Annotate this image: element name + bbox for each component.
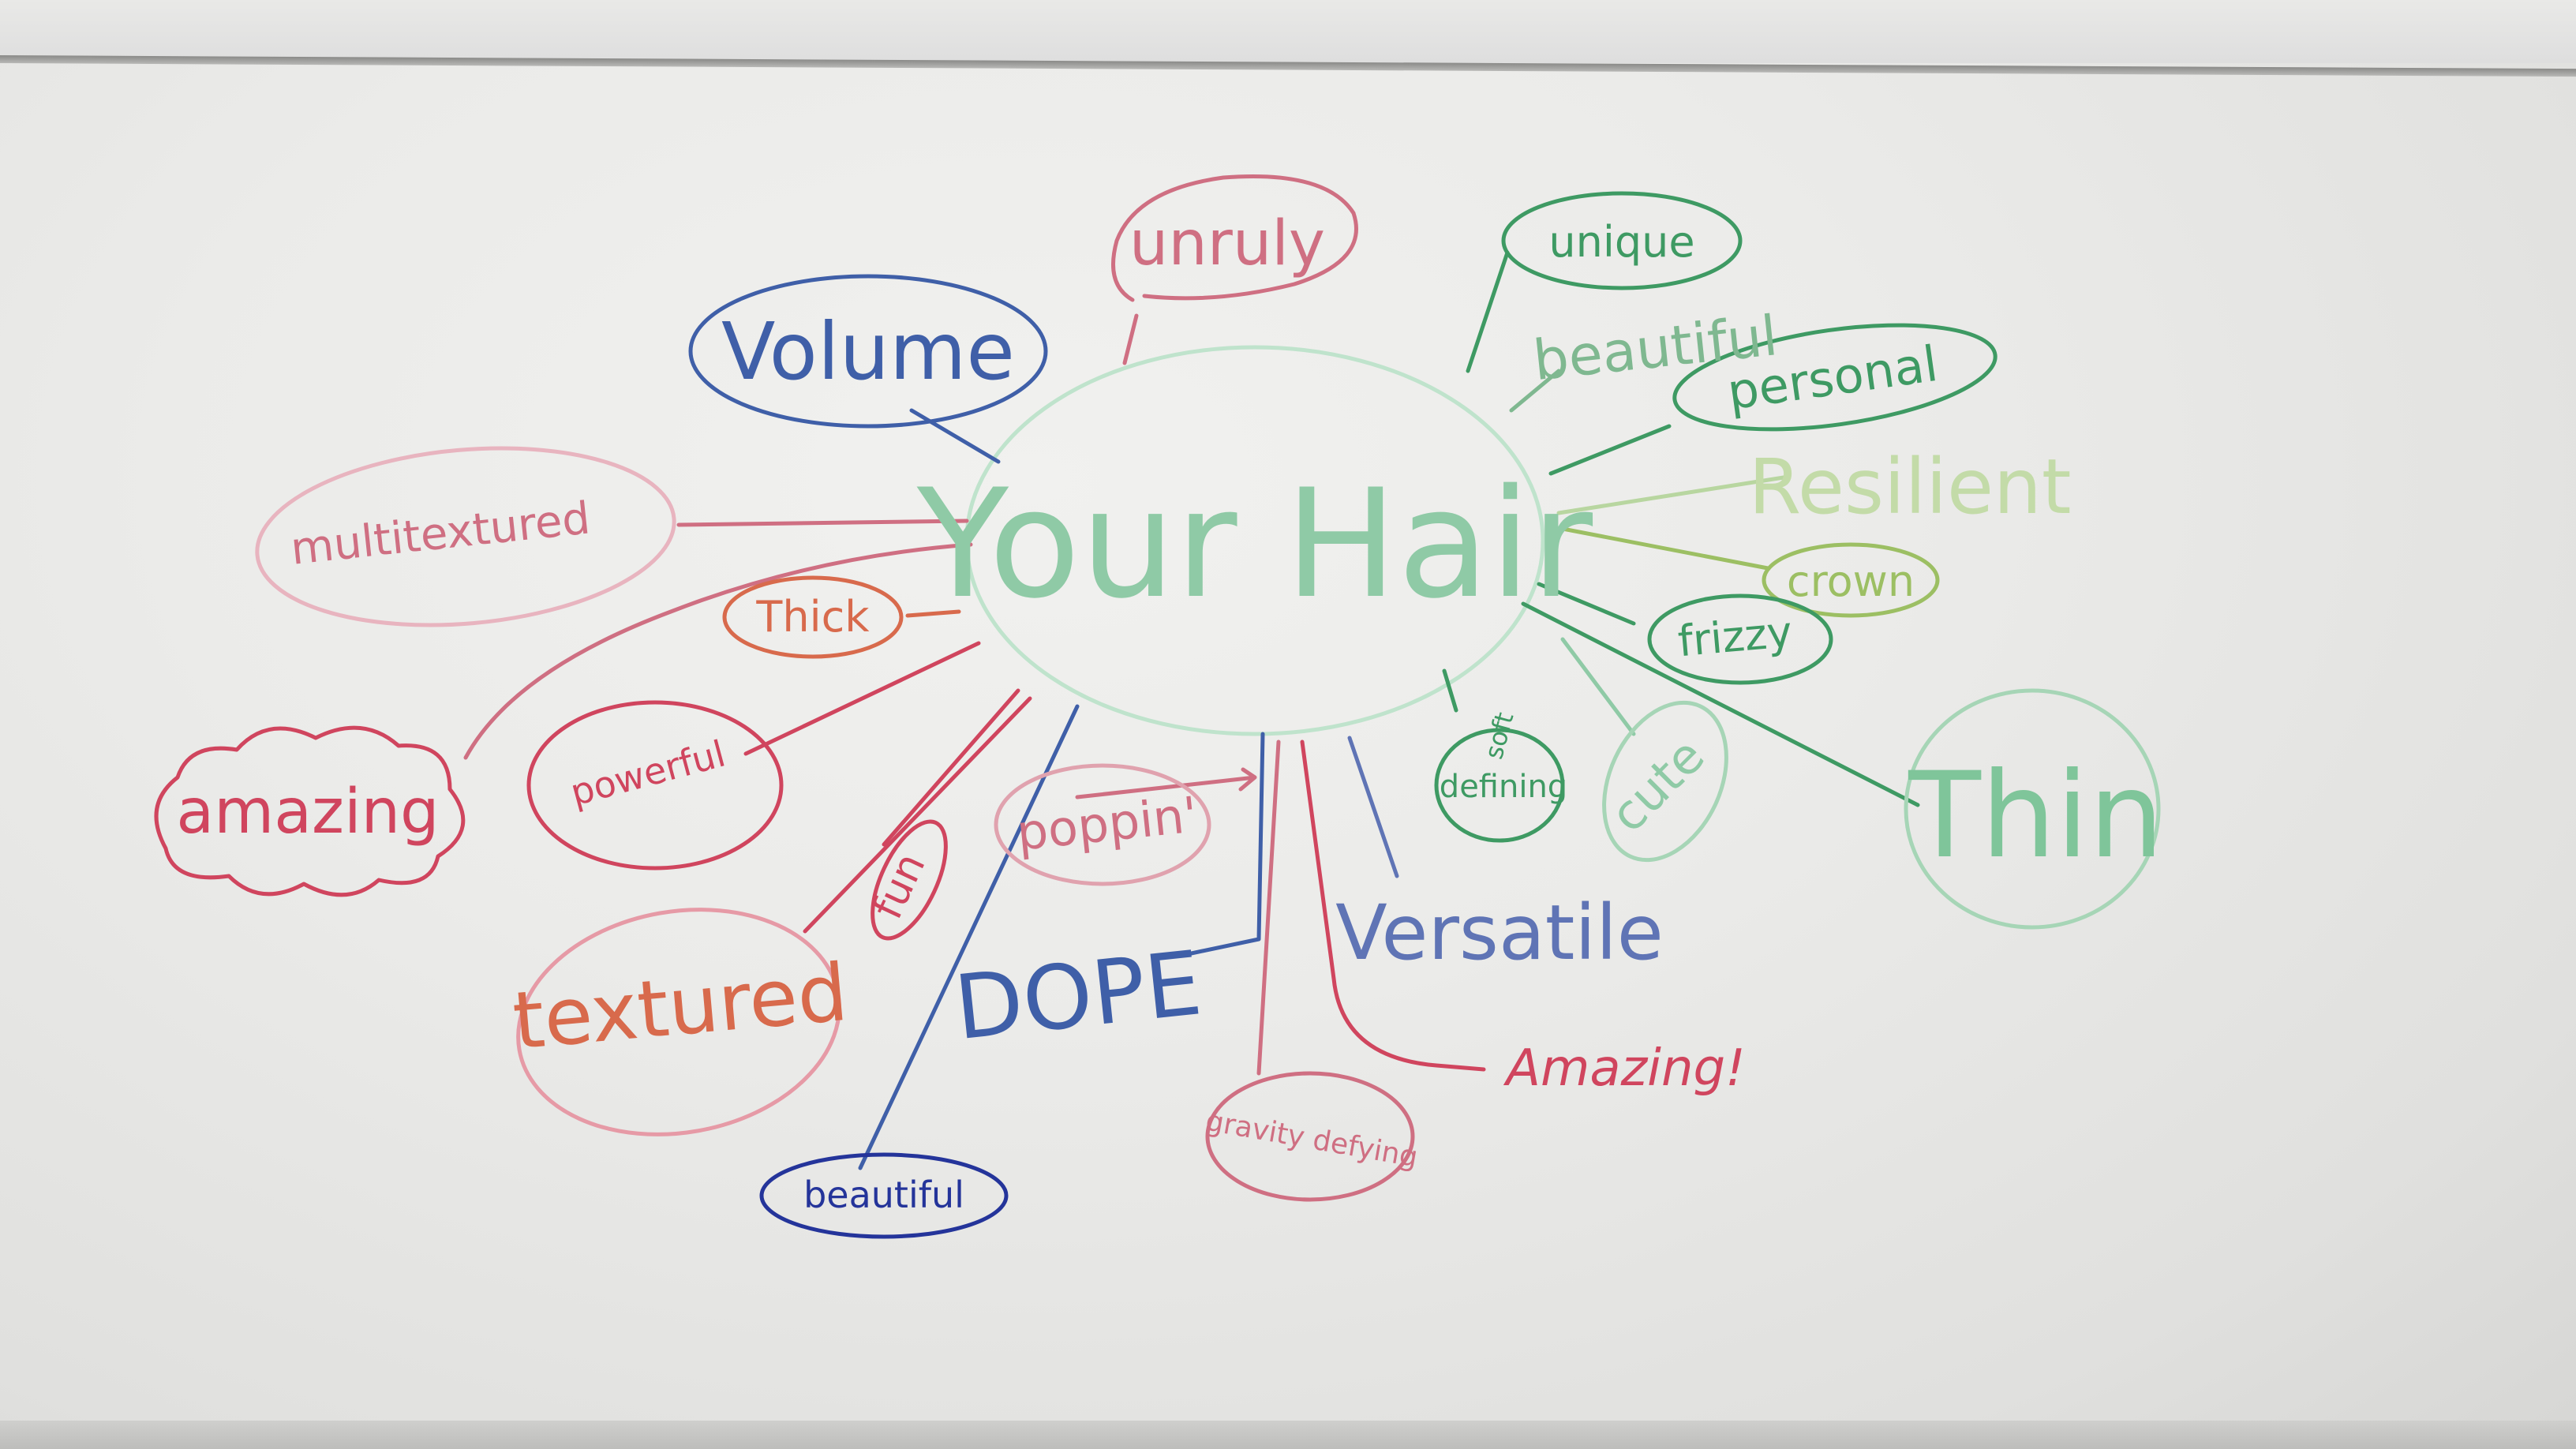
word-versatile: Versatile: [1335, 889, 1664, 977]
connector-beautiful-bottom: [858, 704, 1080, 1170]
connector-versatile: [1347, 736, 1399, 878]
bubble-unruly: [1111, 174, 1358, 302]
connector-frizzy: [1537, 582, 1636, 626]
word-amazing-cloud: amazing: [176, 777, 439, 848]
bubble-defining: [1434, 728, 1565, 843]
bubble-unique: [1501, 191, 1743, 290]
bubble-powerful: [526, 700, 784, 871]
connector-unruly: [1122, 313, 1139, 365]
word-crown: crown: [1787, 556, 1915, 606]
bubble-volume: [688, 274, 1048, 429]
word-resilient: Resilient: [1748, 443, 2071, 531]
bubble-thick: [722, 575, 904, 659]
connector-poppin-arrow: [1075, 767, 1257, 799]
bubble-multitextured: [255, 446, 676, 627]
connector-beautiful-top: [1509, 369, 1561, 413]
word-unruly: unruly: [1129, 208, 1325, 279]
connector-crown: [1560, 526, 1770, 571]
bubble-cute: [1602, 700, 1728, 863]
connector-volume: [909, 408, 1001, 464]
word-thick: Thick: [755, 592, 870, 642]
word-dope: DOPE: [950, 932, 1207, 1060]
word-cute: cute: [1599, 727, 1716, 844]
connector-resilient: [1556, 475, 1786, 515]
connector-thick: [905, 609, 961, 618]
bubble-textured: [516, 908, 841, 1136]
word-defining: defining: [1440, 769, 1567, 805]
word-soft: soft: [1478, 709, 1519, 762]
connector-fun: [882, 688, 1020, 847]
connector-textured: [803, 696, 1032, 934]
word-textured: textured: [509, 946, 851, 1068]
word-beautiful-bottom: beautiful: [803, 1174, 964, 1216]
connector-gravity: [1256, 739, 1281, 1076]
bubble-personal: [1672, 323, 1998, 432]
center-label: Your Hair: [916, 457, 1593, 631]
connector-amazing: [1300, 739, 1486, 1072]
word-unique: unique: [1548, 217, 1694, 267]
connector-powerful: [743, 641, 981, 756]
bubble-thin: [1904, 688, 2161, 930]
word-gravity-defying: gravity defying: [1204, 1105, 1421, 1174]
bubble-frizzy: [1647, 593, 1833, 685]
connector-cute: [1560, 637, 1636, 736]
connector-unique: [1466, 250, 1510, 373]
marker-tray: [0, 1421, 2576, 1449]
bubble-amazing-cloud: [154, 725, 466, 897]
word-powerful: powerful: [566, 732, 729, 814]
word-labels: Your Hair Volume unruly unique beautiful…: [176, 208, 2163, 1216]
connector-dope: [1181, 732, 1265, 957]
bubble-crown: [1762, 542, 1940, 618]
word-frizzy: frizzy: [1676, 607, 1794, 666]
connector-personal: [1548, 424, 1672, 476]
bubble-beautiful-bottom: [759, 1152, 1009, 1239]
bubble-fun: [871, 819, 948, 941]
word-volume: Volume: [721, 305, 1015, 398]
word-multitextured: multitextured: [288, 492, 593, 575]
center-ellipse: [964, 345, 1545, 736]
word-thin: Thin: [1908, 747, 2163, 885]
word-amazing-excl: Amazing!: [1503, 1039, 1746, 1098]
connector-soft: [1442, 668, 1458, 713]
word-poppin: poppin': [1014, 785, 1200, 862]
connector-multitextured: [676, 519, 969, 527]
wall: [0, 0, 2576, 63]
bubble-poppin: [994, 763, 1211, 886]
connector-thin: [1521, 601, 1920, 807]
connector-amazing-cloud: [463, 542, 973, 760]
bubble-gravity-defying: [1205, 1071, 1415, 1202]
